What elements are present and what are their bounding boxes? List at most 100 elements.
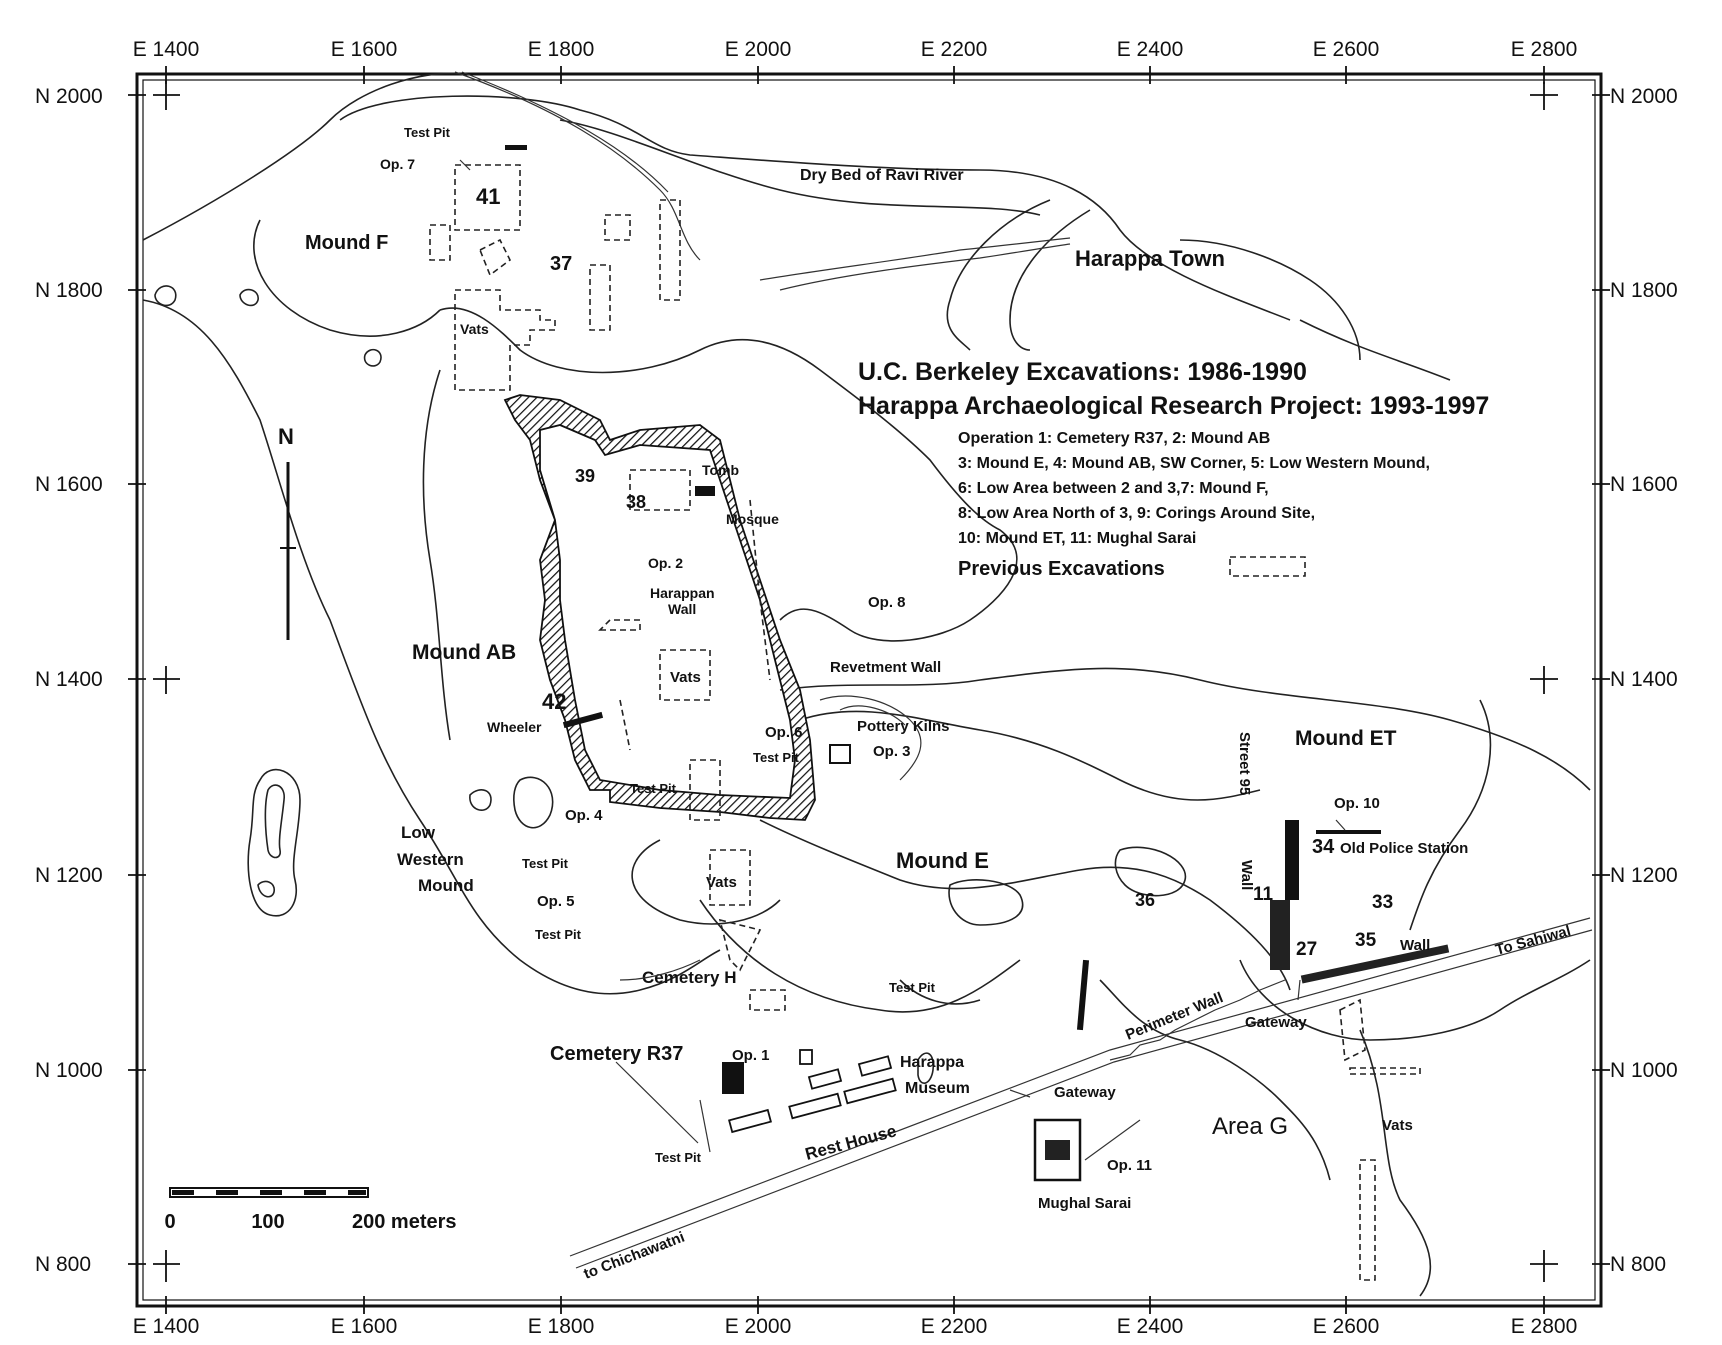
legend-line-1: Operation 1: Cemetery R37, 2: Mound AB xyxy=(958,430,1270,447)
title-line-1: U.C. Berkeley Excavations: 1986-1990 xyxy=(858,358,1307,386)
excavation-features xyxy=(505,145,1450,1182)
label-revetment: Revetment Wall xyxy=(830,659,941,676)
label-rest-house: Rest House xyxy=(803,1121,898,1164)
site-labels: Dry Bed of Ravi River Harappa Town Mound… xyxy=(305,125,1573,1283)
label-test-pit-center: Test Pit xyxy=(889,980,936,995)
easting-label: E 2400 xyxy=(1117,1315,1184,1338)
label-op8: Op. 8 xyxy=(868,594,906,611)
label-old-police: Old Police Station xyxy=(1340,840,1468,857)
easting-label: E 2200 xyxy=(921,1315,988,1338)
leader-lines xyxy=(459,159,1346,1161)
easting-label: E 1600 xyxy=(331,38,398,61)
label-gateway-s: Gateway xyxy=(1054,1084,1116,1101)
label-test-pit-bottom: Test Pit xyxy=(655,1150,702,1165)
scale-label-100: 100 xyxy=(251,1211,284,1233)
easting-top-labels: E 1400 E 1600 E 1800 E 2000 E 2200 E 240… xyxy=(133,38,1578,61)
label-41: 41 xyxy=(476,184,500,209)
northing-label: N 1400 xyxy=(35,668,103,691)
northing-label: N 1400 xyxy=(1610,668,1678,691)
label-tomb: Tomb xyxy=(702,462,739,478)
label-vats-center: Vats xyxy=(706,874,737,891)
label-area-g: Area G xyxy=(1212,1113,1288,1140)
legend-line-4: 8: Low Area North of 3, 9: Corings Aroun… xyxy=(958,505,1315,522)
easting-label: E 2600 xyxy=(1313,1315,1380,1338)
northing-label: N 800 xyxy=(1610,1253,1666,1276)
map-legend: U.C. Berkeley Excavations: 1986-1990 Har… xyxy=(858,358,1489,580)
easting-label: E 1400 xyxy=(133,38,200,61)
label-to-sahiwal: To Sahiwal xyxy=(1494,922,1573,958)
label-wall-e: Wall xyxy=(1400,937,1430,954)
label-vats-f: Vats xyxy=(460,321,489,337)
label-op3: Op. 3 xyxy=(873,743,911,760)
terrain-contours xyxy=(142,72,1591,1297)
label-mound-ab: Mound AB xyxy=(412,641,516,664)
label-cemetery-r37: Cemetery R37 xyxy=(550,1043,683,1065)
grid-ticks xyxy=(128,66,1610,1314)
label-42: 42 xyxy=(542,689,566,714)
northing-label: N 800 xyxy=(35,1253,91,1276)
northing-left-labels: N 2000 N 1800 N 1600 N 1400 N 1200 N 100… xyxy=(35,85,103,1276)
map-frame-inner xyxy=(142,79,1596,1301)
label-mound-et: Mound ET xyxy=(1295,727,1397,750)
north-label: N xyxy=(278,424,294,449)
label-vats-g: Vats xyxy=(1382,1117,1413,1134)
label-vats-ab: Vats xyxy=(670,669,701,686)
northing-label: N 1200 xyxy=(35,864,103,887)
label-harappan-wall-2: Wall xyxy=(668,601,696,617)
label-harappa-museum-1: Harappa xyxy=(900,1054,964,1071)
easting-label: E 1400 xyxy=(133,1315,200,1338)
label-test-pit: Test Pit xyxy=(404,125,451,140)
north-arrow: N xyxy=(278,424,296,640)
label-low-western-3: Mound xyxy=(418,876,474,895)
label-dry-bed: Dry Bed of Ravi River xyxy=(800,167,964,184)
label-39: 39 xyxy=(575,466,595,486)
easting-label: E 2000 xyxy=(725,38,792,61)
northing-label: N 1000 xyxy=(1610,1059,1678,1082)
label-test-pit-op4: Test Pit xyxy=(630,781,677,796)
label-test-pit-op6: Test Pit xyxy=(753,750,800,765)
label-35: 35 xyxy=(1355,930,1377,951)
northing-label: N 2000 xyxy=(1610,85,1678,108)
label-wall-vertical: Wall xyxy=(1238,860,1255,890)
label-33: 33 xyxy=(1372,892,1393,913)
label-harappan-wall-1: Harappan xyxy=(650,585,715,601)
label-gateway-e: Gateway xyxy=(1245,1014,1307,1031)
easting-label: E 2400 xyxy=(1117,38,1184,61)
easting-label: E 2800 xyxy=(1511,1315,1578,1338)
label-op10: Op. 10 xyxy=(1334,795,1380,812)
label-pottery-kilns: Pottery Kilns xyxy=(857,718,950,735)
easting-label: E 2200 xyxy=(921,38,988,61)
northing-label: N 1000 xyxy=(35,1059,103,1082)
label-op6: Op. 6 xyxy=(765,724,803,741)
previous-excavations-label: Previous Excavations xyxy=(958,558,1165,580)
label-harappa-town: Harappa Town xyxy=(1075,246,1225,271)
scale-bar: 0 100 200 meters xyxy=(164,1187,457,1233)
label-mughal-sarai: Mughal Sarai xyxy=(1038,1195,1131,1212)
label-op5: Op. 5 xyxy=(537,893,575,910)
label-test-pit-lw: Test Pit xyxy=(535,927,582,942)
northing-label: N 1800 xyxy=(1610,279,1678,302)
northing-label: N 2000 xyxy=(35,85,103,108)
label-op1: Op. 1 xyxy=(732,1047,770,1064)
citadel-wall xyxy=(503,394,816,821)
label-38: 38 xyxy=(626,492,646,512)
label-37: 37 xyxy=(550,253,572,275)
easting-label: E 1600 xyxy=(331,1315,398,1338)
label-op11: Op. 11 xyxy=(1107,1157,1152,1174)
label-36: 36 xyxy=(1135,890,1155,910)
northing-label: N 1600 xyxy=(35,473,103,496)
label-op4: Op. 4 xyxy=(565,807,603,824)
label-test-pit-op5: Test Pit xyxy=(522,856,569,871)
northing-label: N 1200 xyxy=(1610,864,1678,887)
label-harappa-museum-2: Museum xyxy=(905,1080,970,1097)
northing-label: N 1800 xyxy=(35,279,103,302)
label-34: 34 xyxy=(1312,836,1335,858)
label-mosque: Mosque xyxy=(726,511,779,527)
easting-label: E 1800 xyxy=(528,1315,595,1338)
label-cemetery-h: Cemetery H xyxy=(642,968,737,987)
map-frame xyxy=(135,72,1603,1308)
label-wheeler: Wheeler xyxy=(487,719,542,735)
previous-excavations xyxy=(429,164,1421,1281)
easting-label: E 2000 xyxy=(725,1315,792,1338)
